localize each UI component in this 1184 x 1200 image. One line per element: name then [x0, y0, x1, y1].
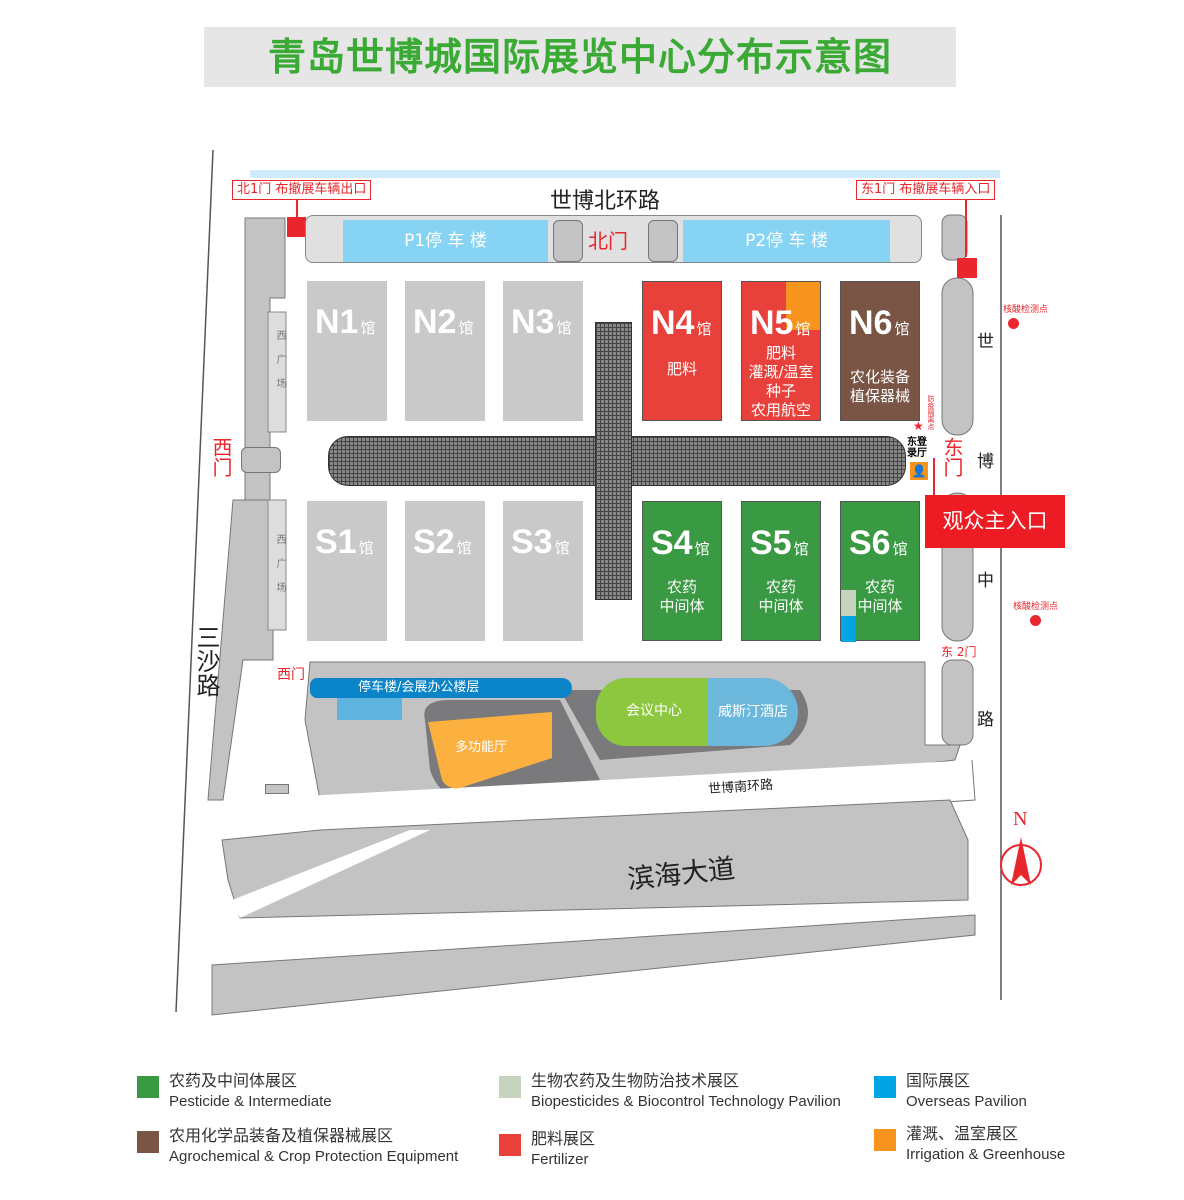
west-gate-pillar: [241, 447, 281, 473]
arrow-line: [296, 199, 298, 217]
north-water-strip: [250, 170, 1000, 178]
east-gate2-label: 东 2门: [941, 645, 977, 659]
parking-p1: P1停 车 楼: [343, 220, 548, 262]
quarantine-label: 防疫隔离点: [927, 395, 935, 430]
north-ring-road-label: 世博北环路: [550, 189, 661, 214]
irrigation-zone: [786, 282, 820, 330]
registration-icon: 👤: [910, 462, 928, 480]
star-icon: ★: [913, 419, 924, 433]
sansha-road-label: 三沙路: [192, 625, 220, 697]
main-entrance-button[interactable]: 观众主入口: [925, 495, 1065, 548]
north1-gate-marker: [287, 217, 306, 237]
arrow-line: [965, 199, 967, 257]
entrance-line: [933, 458, 935, 496]
small-structure: [265, 784, 289, 794]
hall-desc: 农药: [864, 578, 895, 596]
east-registration-hall-label: 东登录厅: [907, 437, 927, 459]
north1-exit-label: 北1门 布撤展车辆出口: [232, 180, 372, 200]
compass-north-label: N: [1013, 808, 1028, 830]
parking-annex: [337, 698, 402, 720]
multi-hall-shape: [428, 712, 552, 789]
biopesticide-zone: [841, 590, 856, 616]
hall-desc: 中间体: [758, 597, 804, 615]
hall-desc: 农药: [666, 578, 697, 596]
parking-office-building[interactable]: 停车楼/会展办公楼层: [310, 678, 572, 698]
cross-corridor: [595, 322, 632, 600]
test-point-label: 核酸检测点: [1003, 305, 1049, 315]
hall-desc: 种子: [765, 382, 796, 400]
hall-desc: 农化装备: [849, 368, 910, 386]
test-point-dot: [1030, 615, 1041, 626]
hall-desc: 植保器械: [849, 387, 910, 405]
test-point-label: 核酸检测点: [1013, 602, 1059, 612]
compass-icon: [1000, 837, 1042, 886]
overseas-zone: [841, 616, 856, 642]
gate-pillar: [553, 220, 583, 262]
west-gate-label: 西门: [209, 437, 233, 477]
west-plaza-label: 西广场: [274, 330, 285, 402]
east1-gate-marker: [957, 258, 977, 278]
hall-desc: 农用航空: [750, 401, 811, 419]
road-char: 博: [977, 452, 994, 472]
hall-desc: 中间体: [857, 597, 903, 615]
test-point-dot: [1008, 318, 1019, 329]
hall-desc: 灌溉/温室: [748, 363, 814, 381]
parking-p2: P2停 车 楼: [683, 220, 890, 262]
conference-center[interactable]: 会议中心: [596, 678, 712, 746]
hall-desc: 肥料: [765, 344, 796, 362]
road-char: 中: [977, 571, 994, 591]
hall-desc: 肥料: [666, 360, 697, 378]
west-gate2-label: 西门: [277, 667, 305, 683]
west-plaza-label: 西广场: [274, 534, 285, 606]
map-title: 青岛世博城国际展览中心分布示意图: [204, 27, 956, 87]
gate-pillar: [648, 220, 678, 262]
road-char: 世: [977, 332, 994, 352]
westin-hotel[interactable]: 威斯汀酒店: [708, 678, 798, 746]
multi-function-hall[interactable]: 多功能厅: [455, 740, 508, 755]
east-gate-label: 东门: [940, 437, 964, 477]
hall-desc: 中间体: [659, 597, 705, 615]
north-gate-label: 北门: [588, 229, 628, 253]
hall-desc: 农药: [765, 578, 796, 596]
east1-entry-label: 东1门 布撤展车辆入口: [856, 180, 996, 200]
road-char: 路: [977, 710, 994, 730]
